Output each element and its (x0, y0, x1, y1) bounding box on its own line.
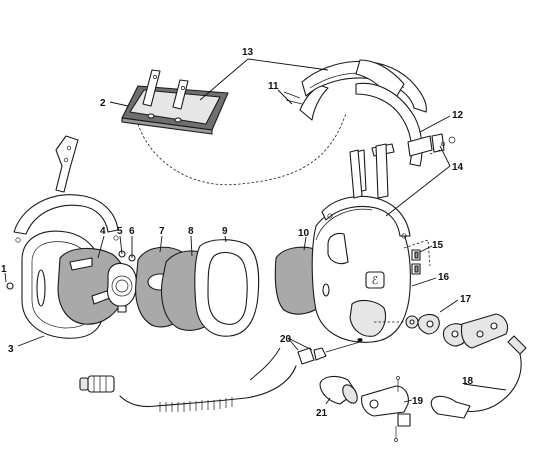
label-4: 4 (100, 226, 106, 237)
left-headband (13, 135, 119, 243)
right-ear-cup: ℰ (311, 149, 411, 343)
label-15: 15 (432, 240, 444, 251)
label-3: 3 (8, 344, 14, 355)
headband-pad (121, 69, 229, 135)
connectors-20 (297, 341, 361, 365)
svg-text:ℰ: ℰ (372, 275, 379, 287)
dashed-guide-4 (429, 149, 441, 155)
label-12: 12 (452, 110, 464, 121)
label-8: 8 (188, 226, 194, 237)
leader-lines (4, 58, 507, 405)
label-13: 13 (242, 47, 254, 58)
clips-15 (411, 249, 421, 275)
label-20: 20 (280, 334, 292, 345)
label-14: 14 (452, 162, 464, 173)
clamp-19 (361, 376, 411, 442)
label-18: 18 (462, 376, 474, 387)
label-19: 19 (412, 396, 424, 407)
label-17: 17 (460, 294, 472, 305)
callout-labels: 1 2 3 4 5 6 7 8 9 10 11 12 13 14 15 16 1… (1, 47, 474, 419)
ear-seal-9 (194, 239, 260, 337)
label-6: 6 (129, 226, 135, 237)
label-2: 2 (100, 98, 106, 109)
label-9: 9 (222, 226, 228, 237)
foam-sleeve-21 (319, 375, 358, 405)
label-5: 5 (117, 226, 123, 237)
dashed-guide-2 (403, 239, 431, 267)
coiled-cord (79, 365, 297, 412)
label-10: 10 (298, 228, 310, 239)
label-11: 11 (268, 81, 279, 92)
label-16: 16 (438, 272, 450, 283)
headband-arc (355, 82, 456, 199)
mic-boom-assembly (405, 313, 527, 419)
dashed-guide-1 (137, 113, 347, 186)
label-1: 1 (1, 264, 7, 275)
label-7: 7 (159, 226, 165, 237)
label-21: 21 (316, 408, 328, 419)
